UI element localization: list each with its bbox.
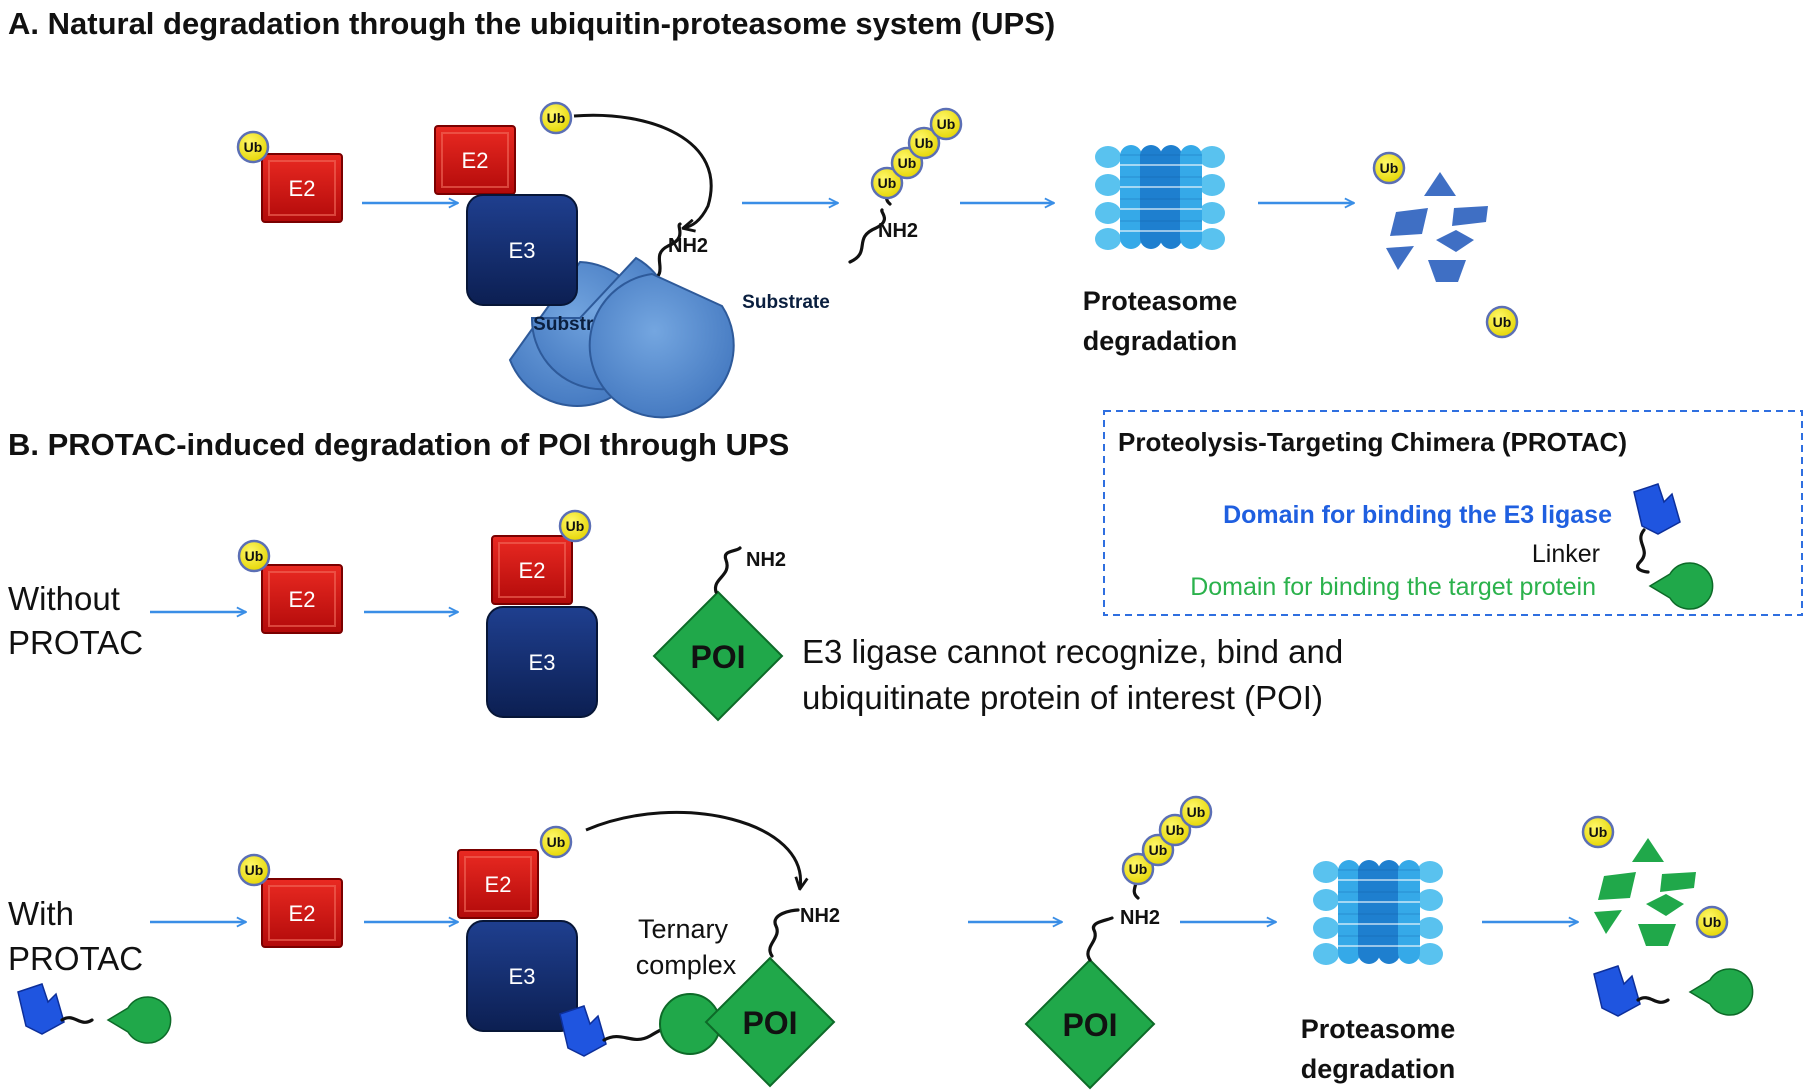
poi-without: POI NH2 xyxy=(652,546,786,722)
with-label-1: With xyxy=(8,895,74,932)
row-without-protac: Without PROTAC POI NH2 E3 ligase cannot … xyxy=(8,509,1343,722)
legend-e3-domain: Domain for binding the E3 ligase xyxy=(1223,501,1612,529)
polyub-poi: POI NH2 xyxy=(1024,795,1213,1090)
nh2-label-4: NH2 xyxy=(800,905,840,927)
legend-linker-icon xyxy=(1636,528,1650,574)
proteasome-label-b2: degradation xyxy=(1301,1054,1456,1084)
without-label-2: PROTAC xyxy=(8,624,143,661)
ternary-complex: POI NH2 Ternary complex xyxy=(457,811,840,1088)
without-label-1: Without xyxy=(8,580,120,617)
nh2-label-3: NH2 xyxy=(746,549,786,571)
proteasome-a: Proteasome degradation xyxy=(1083,144,1238,356)
proteasome-label-a1: Proteasome xyxy=(1083,286,1238,316)
poi-label-2: POI xyxy=(742,1005,797,1041)
transfer-arrow-b xyxy=(585,811,801,888)
legend-border xyxy=(1103,410,1803,616)
legend-title: Proteolysis-Targeting Chimera (PROTAC) xyxy=(1118,427,1627,457)
transfer-arrow-a xyxy=(573,113,713,228)
ternary-label-1: Ternary xyxy=(638,914,729,944)
nh2-label-5: NH2 xyxy=(1120,907,1160,929)
legend-linker: Linker xyxy=(1532,540,1600,568)
poi-label-3: POI xyxy=(1062,1007,1117,1043)
fragments-b xyxy=(1581,815,1754,1017)
e2-ub-complex xyxy=(236,130,343,223)
poi-label-1: POI xyxy=(690,639,745,675)
proteasome-label-b1: Proteasome xyxy=(1301,1014,1456,1044)
section-b: B. PROTAC-induced degradation of POI thr… xyxy=(8,410,1803,1090)
section-a: A. Natural degradation through the ubiqu… xyxy=(8,6,1519,419)
proteasome-label-a2: degradation xyxy=(1083,326,1238,356)
ternary-label-2: complex xyxy=(636,950,737,980)
protac-legend: Proteolysis-Targeting Chimera (PROTAC) D… xyxy=(1103,410,1803,616)
nh2-label-2: NH2 xyxy=(878,220,918,242)
proteasome-b: Proteasome degradation xyxy=(1301,859,1456,1084)
section-b-title: B. PROTAC-induced degradation of POI thr… xyxy=(8,427,789,462)
note-line-1: E3 ligase cannot recognize, bind and xyxy=(802,633,1343,670)
legend-e3-ligand-icon xyxy=(1633,483,1681,535)
section-a-title: A. Natural degradation through the ubiqu… xyxy=(8,6,1055,41)
row-with-protac: With PROTAC POI NH2 xyxy=(8,795,1754,1090)
with-label-2: PROTAC xyxy=(8,940,143,977)
substrate-label-2: Substrate xyxy=(742,292,830,313)
legend-target-domain: Domain for binding the target protein xyxy=(1190,573,1596,601)
fragments-a xyxy=(1372,151,1519,339)
nh2-label: NH2 xyxy=(668,235,708,257)
note-line-2: ubiquitinate protein of interest (POI) xyxy=(802,679,1323,716)
protac-molecule xyxy=(17,983,172,1044)
polyub-substrate: Substrate NH2 xyxy=(588,107,963,419)
legend-target-ligand-icon xyxy=(1649,562,1714,610)
